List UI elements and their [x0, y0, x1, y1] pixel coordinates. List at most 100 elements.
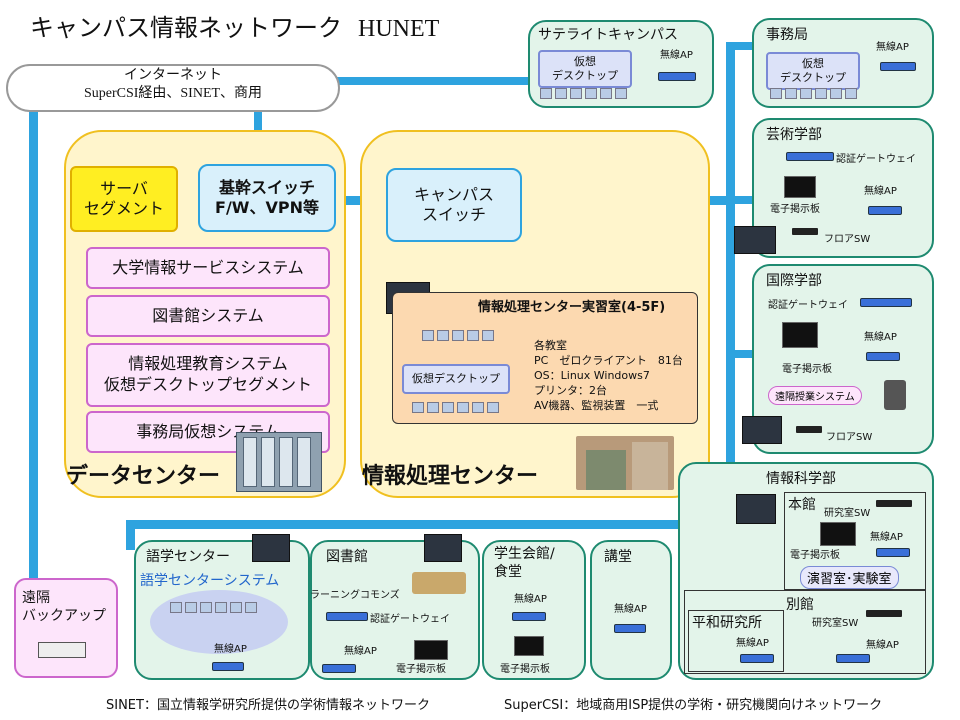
kokusai-signage-icon [782, 322, 818, 348]
johokagaku-switch-icon [736, 494, 776, 524]
title-main: キャンパス情報ネットワーク [30, 14, 342, 42]
geijutsu-signage-icon [784, 176, 816, 198]
kodo-title: 講堂 [604, 549, 632, 565]
system-education-vdesk: 情報処理教育システム 仮想デスクトップセグメント [86, 343, 330, 407]
gakusei-title: 学生会館/ 食堂 [494, 546, 555, 580]
commons-furniture-icon [412, 572, 466, 594]
kokusai-floorsw-icon [796, 426, 822, 433]
toshokan-commons-label: ラーニングコモンズ [310, 590, 400, 601]
gogaku-system-label: 語学センターシステム [140, 573, 280, 589]
jimukyoku-pc-icons [770, 88, 857, 99]
lab-pc-icons-bottom [412, 402, 499, 413]
lab-pc-icons-top [422, 330, 494, 341]
kokusai-ap-label: 無線AP [864, 332, 897, 343]
toshokan-gateway-icon [326, 612, 368, 621]
honkan-label: 本館 [788, 497, 816, 513]
heiwa-box [688, 610, 784, 672]
jimukyoku-ap-label: 無線AP [876, 42, 909, 53]
gakusei-ap-icon [512, 612, 546, 621]
gogaku-title: 語学センター [146, 549, 230, 565]
jimukyoku-vdesk: 仮想 デスクトップ [766, 52, 860, 90]
gogaku-system-oval [150, 590, 288, 654]
toshokan-signage-icon [414, 640, 448, 660]
lab-detail-pcs: PC ゼロクライアント 81台 [534, 354, 683, 367]
branch-kokusai [726, 350, 756, 358]
geijutsu-switch-icon [734, 226, 776, 254]
gakusei-signage-icon [514, 636, 544, 656]
geijutsu-gateway-label: 認証ゲートウェイ [836, 154, 916, 165]
title-latin: HUNET [358, 16, 440, 42]
gogaku-ap-label: 無線AP [214, 644, 247, 655]
lab-detail-rooms: 各教室 [534, 339, 567, 352]
satellite-ap-icon [658, 72, 696, 81]
kokusai-gateway-icon [860, 298, 912, 307]
honkan-exercise-room: 演習室･実験室 [800, 566, 899, 589]
honkan-labsw-icon [876, 500, 912, 507]
gogaku-ap-icon [212, 662, 244, 671]
bottom-left-stub [126, 520, 135, 550]
honkan-labsw-label: 研究室SW [824, 508, 871, 519]
geijutsu-floorsw-label: フロアSW [824, 234, 871, 245]
lab-details: 各教室 PC ゼロクライアント 81台 OS：Linux Windows7 プリ… [534, 338, 683, 413]
kokusai-switch-icon [742, 416, 782, 444]
diagram-title: キャンパス情報ネットワーク HUNET [30, 8, 439, 43]
geijutsu-panel [752, 118, 934, 258]
building-photo-icon [576, 436, 674, 490]
internet-route: SuperCSI経由、SINET、商用 [83, 85, 263, 101]
toshokan-gateway-label: 認証ゲートウェイ [370, 614, 450, 625]
heiwa-label: 平和研究所 [692, 615, 762, 631]
kodo-ap-label: 無線AP [614, 604, 647, 615]
bekkan-labsw-icon [866, 610, 902, 617]
branch-jimukyoku [726, 42, 756, 50]
toshokan-switch-icon [424, 534, 462, 562]
honkan-ap-icon [876, 548, 910, 557]
gogaku-pc-icons [170, 602, 257, 613]
bekkan-box [684, 590, 926, 674]
kodo-ap-icon [614, 624, 646, 633]
kokusai-signage-label: 電子掲示板 [782, 364, 832, 375]
toshokan-signage-label: 電子掲示板 [396, 664, 446, 675]
johokagaku-title: 情報科学部 [766, 471, 836, 487]
geijutsu-ap-icon [868, 206, 902, 215]
right-vertical-line [726, 42, 735, 532]
lab-room-box [392, 292, 698, 424]
footer-supercsi: SuperCSI：地域商用ISP提供の学術・研究機関向けネットワーク [504, 698, 883, 713]
bekkan-ap-icon [836, 654, 870, 663]
left-vertical-line [29, 90, 38, 580]
campus-switch-box: キャンパス スイッチ [386, 168, 522, 242]
backup-panel [14, 578, 118, 678]
heiwa-ap-icon [740, 654, 774, 663]
lab-detail-av: AV機器、監視装置 一式 [534, 399, 659, 412]
branch-geijutsu [726, 196, 756, 204]
satellite-vdesk: 仮想 デスクトップ [538, 50, 632, 88]
geijutsu-ap-label: 無線AP [864, 186, 897, 197]
toshokan-ap-label: 無線AP [344, 646, 377, 657]
gakusei-panel [482, 540, 586, 680]
bekkan-labsw-label: 研究室SW [812, 618, 859, 629]
internet-label: インターネット [124, 67, 222, 83]
gakusei-signage-label: 電子掲示板 [500, 664, 550, 675]
kokusai-gateway-label: 認証ゲートウェイ [768, 300, 848, 311]
internet-cloud: インターネット SuperCSI経由、SINET、商用 [6, 64, 340, 112]
footer-sinet: SINET：国立情報学研究所提供の学術情報ネットワーク [106, 698, 430, 713]
geijutsu-signage-label: 電子掲示板 [770, 204, 820, 215]
kokusai-title: 国際学部 [766, 273, 822, 289]
toshokan-title: 図書館 [326, 549, 368, 565]
camera-icon [884, 380, 906, 410]
lab-detail-os: OS：Linux Windows7 [534, 369, 650, 382]
kokusai-floorsw-label: フロアSW [826, 432, 873, 443]
toshokan-ap-icon [322, 664, 356, 673]
info-center-label: 情報処理センター [362, 464, 539, 489]
backup-title: 遠隔 バックアップ [22, 590, 106, 624]
jimukyoku-title: 事務局 [766, 27, 808, 43]
internet-top-line [330, 77, 530, 85]
lab-vdesk-box: 仮想デスクトップ [402, 364, 510, 394]
heiwa-ap-label: 無線AP [736, 638, 769, 649]
gogaku-switch-icon [252, 534, 290, 562]
honkan-ap-label: 無線AP [870, 532, 903, 543]
server-rack-icon [236, 432, 322, 492]
honkan-signage-icon [820, 522, 856, 546]
jimukyoku-ap-icon [880, 62, 916, 71]
datacenter-label: データセンター [66, 464, 221, 489]
satellite-ap-label: 無線AP [660, 50, 693, 61]
